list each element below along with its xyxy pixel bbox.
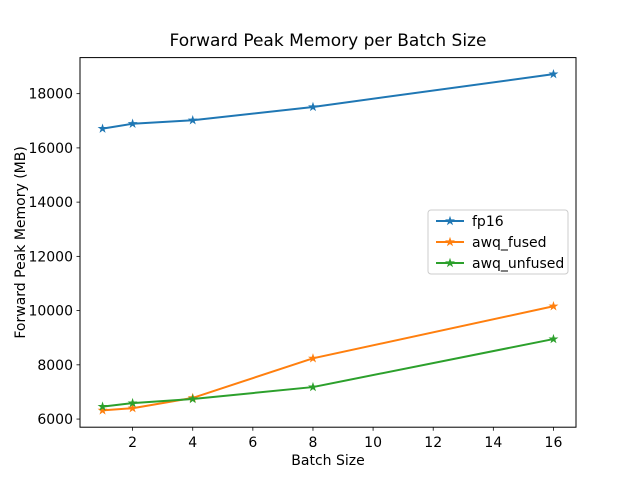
series-line-fp16 bbox=[101, 73, 555, 130]
legend-label-awq_fused: awq_fused bbox=[472, 235, 547, 251]
series-line-awq_unfused bbox=[101, 338, 555, 408]
legend-marker-awq_fused bbox=[445, 236, 455, 247]
data-point-marker-awq_unfused bbox=[308, 381, 318, 392]
x-tick-label: 16 bbox=[545, 435, 563, 451]
data-point-marker-fp16 bbox=[187, 115, 198, 125]
plot-area: 2 4 6 8 10 12 14 16 6000 8000 10000 12000 14000 16000… bbox=[28, 57, 577, 451]
data-point-marker-fp16 bbox=[548, 68, 559, 79]
y-tick-label: 10000 bbox=[28, 304, 73, 320]
y-tick-label: 18000 bbox=[28, 87, 73, 103]
data-point-marker-fp16 bbox=[97, 123, 108, 133]
x-tick-label: 14 bbox=[484, 435, 502, 451]
data-point-marker-fp16 bbox=[127, 118, 138, 128]
y-tick-label: 8000 bbox=[37, 358, 73, 374]
x-tick-label: 2 bbox=[128, 435, 137, 451]
y-tick-label: 14000 bbox=[28, 195, 73, 211]
x-tick-label: 4 bbox=[188, 435, 197, 451]
x-tick-label: 8 bbox=[309, 435, 318, 451]
data-point-marker-awq_unfused bbox=[187, 393, 198, 404]
data-point-marker-awq_unfused bbox=[127, 397, 138, 408]
x-tick-label: 6 bbox=[248, 435, 257, 451]
legend-marker-awq_unfused bbox=[445, 257, 455, 268]
legend-label-awq_unfused: awq_unfused bbox=[472, 256, 564, 272]
y-tick-label: 16000 bbox=[28, 141, 73, 157]
x-tick-label: 12 bbox=[424, 435, 442, 451]
data-point-marker-fp16 bbox=[308, 101, 318, 112]
data-point-marker-awq_fused bbox=[97, 405, 108, 415]
data-point-marker-awq_unfused bbox=[548, 333, 559, 344]
legend-box bbox=[427, 209, 569, 275]
y-axis-label: Forward Peak Memory (MB) bbox=[13, 146, 29, 338]
legend: fp16 awq_fused awq_unfused bbox=[427, 209, 569, 275]
legend-marker-fp16 bbox=[445, 215, 455, 226]
x-tick-label: 10 bbox=[364, 435, 382, 451]
data-point-marker-awq_fused bbox=[548, 301, 559, 311]
data-point-marker-awq_fused bbox=[127, 403, 138, 413]
axes-spines bbox=[79, 57, 577, 428]
data-point-marker-awq_fused bbox=[308, 353, 318, 363]
y-tick-label: 6000 bbox=[37, 412, 73, 428]
legend-label-fp16: fp16 bbox=[472, 214, 504, 230]
data-point-marker-awq_unfused bbox=[97, 401, 108, 411]
x-axis-label: Batch Size bbox=[291, 453, 364, 469]
y-tick-label: 12000 bbox=[28, 249, 73, 265]
series-line-awq_fused bbox=[101, 305, 555, 412]
chart-title: Forward Peak Memory per Batch Size bbox=[170, 31, 487, 51]
